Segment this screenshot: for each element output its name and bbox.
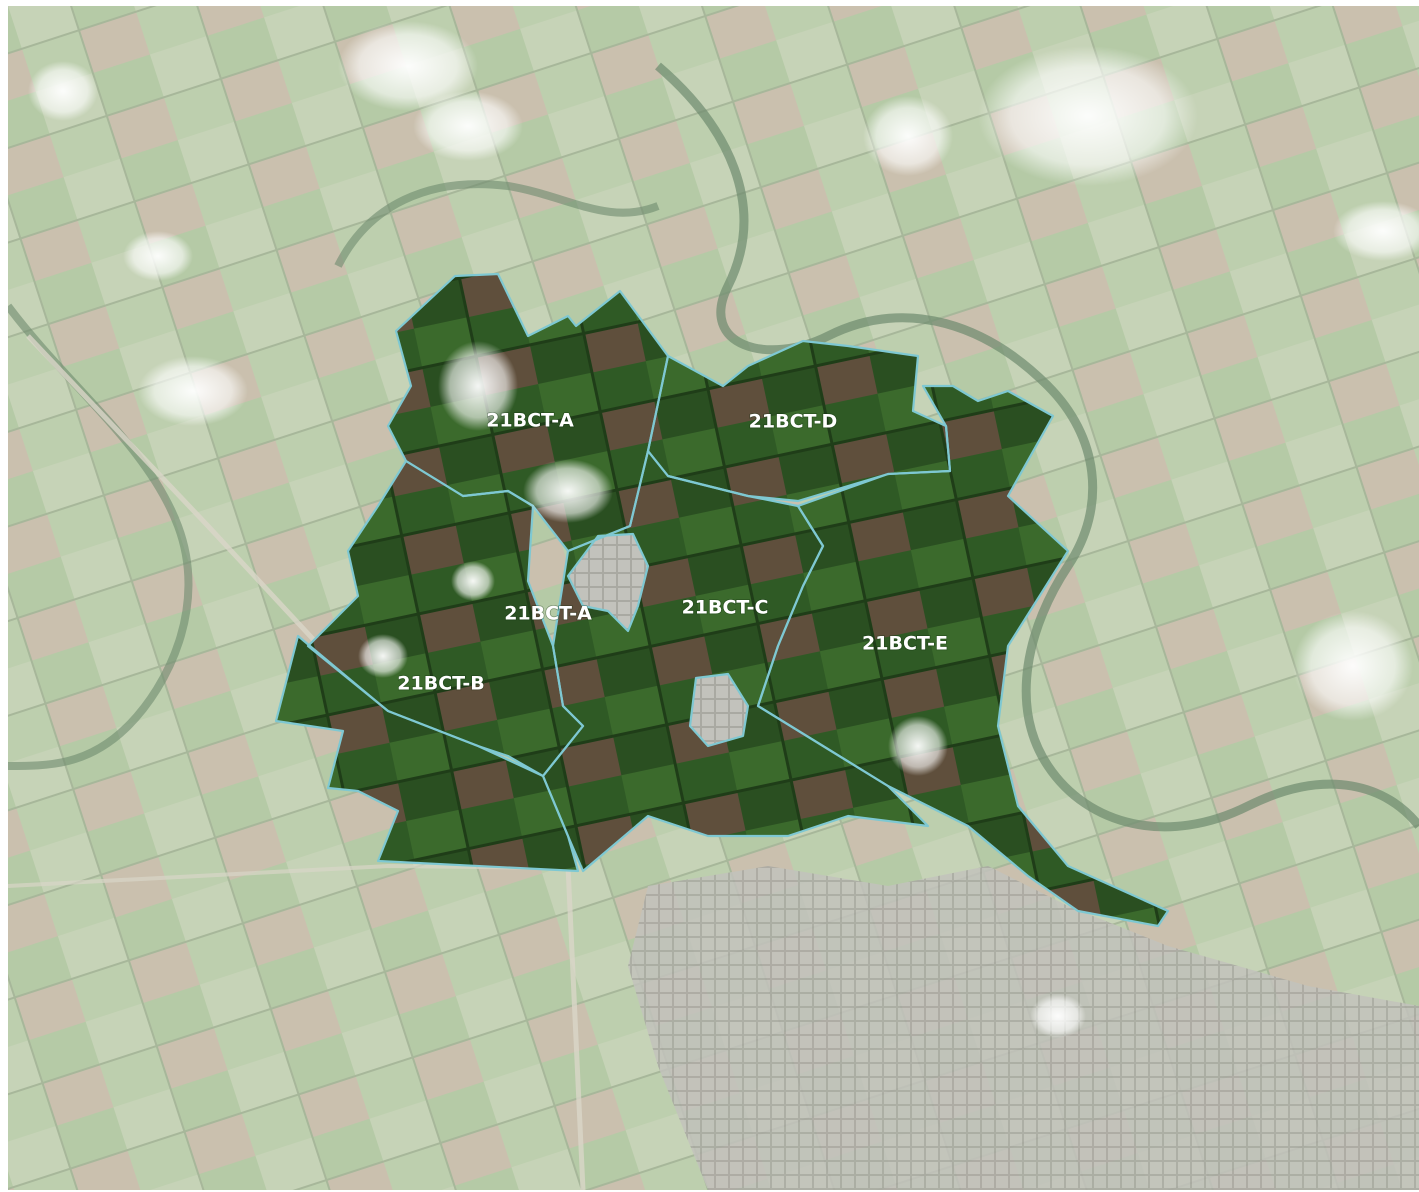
river-north (334, 180, 660, 268)
aerial-map[interactable]: 21BCT-A 21BCT-A 21BCT-B 21BCT-C 21BCT-D … (8, 6, 1419, 1190)
map-canvas[interactable]: 21BCT-A 21BCT-A 21BCT-B 21BCT-C 21BCT-D … (8, 6, 1419, 1190)
label-21bct-c[interactable]: 21BCT-C (681, 596, 769, 620)
parcel-21bct-a-south[interactable] (308, 461, 583, 776)
parcel-outlines (274, 272, 1170, 928)
label-21bct-a-north[interactable]: 21BCT-A (485, 409, 574, 433)
cloud (338, 21, 478, 111)
cloud (451, 561, 495, 601)
cloud (138, 356, 248, 426)
cloud (523, 459, 613, 523)
parcel-labels: 21BCT-A 21BCT-A 21BCT-B 21BCT-C 21BCT-D … (397, 409, 949, 696)
village-c (690, 674, 748, 746)
label-21bct-e[interactable]: 21BCT-E (861, 632, 948, 656)
cloud (123, 231, 193, 281)
cloud (358, 634, 408, 678)
label-21bct-b[interactable]: 21BCT-B (397, 672, 486, 696)
cloud (1333, 201, 1419, 261)
label-21bct-a-south[interactable]: 21BCT-A (503, 602, 592, 626)
cloud (978, 46, 1198, 186)
town-area (628, 866, 1419, 1190)
parcel-21bct-b[interactable] (276, 636, 578, 871)
label-21bct-d[interactable]: 21BCT-D (748, 410, 838, 434)
cloud (888, 716, 948, 776)
cloud (863, 96, 953, 176)
parcel-21bct-e[interactable] (758, 386, 1168, 926)
clouds (28, 21, 1419, 1038)
river (655, 62, 1419, 832)
cloud (1030, 994, 1086, 1038)
cloud (413, 91, 523, 161)
parcel-21bct-d[interactable] (648, 341, 950, 501)
cloud (28, 61, 98, 121)
cloud (1293, 611, 1413, 721)
cloud (438, 341, 518, 431)
